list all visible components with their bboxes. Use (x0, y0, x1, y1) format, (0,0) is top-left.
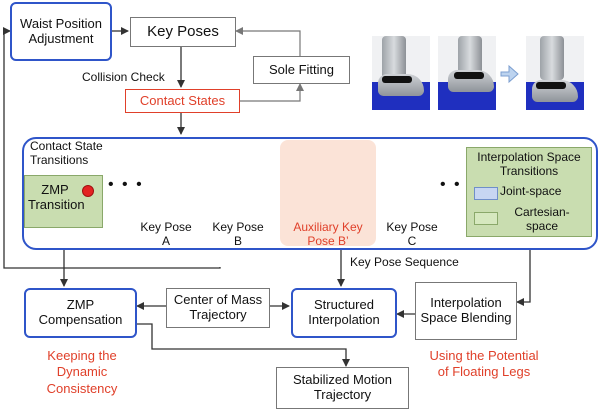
structured-interpolation-label: Structured Interpolation (308, 297, 380, 327)
joint-space-label: Joint-space (500, 184, 562, 198)
panel-title: Contact State Transitions (30, 139, 103, 167)
zmp-compensation-box: ZMP Compensation (24, 288, 137, 338)
key-pose-a-label: Key Pose A (140, 220, 192, 248)
foot-photo-1 (372, 36, 430, 110)
interpolation-blending-box: Interpolation Space Blending (415, 282, 517, 340)
structured-interpolation-box: Structured Interpolation (291, 288, 397, 338)
contact-states-label: Contact States (139, 92, 226, 108)
contact-states-box: Contact States (125, 89, 240, 113)
key-pose-c-label: Key Pose C (386, 220, 438, 248)
compensation-to-stabilized-arrow (137, 323, 350, 367)
legend-to-blending-arrow (516, 237, 531, 306)
waist-position-adjustment-box: Waist Position Adjustment (10, 2, 112, 61)
center-of-mass-label: Center of Mass Trajectory (173, 292, 263, 322)
waist-position-adjustment-label: Waist Position Adjustment (20, 15, 102, 46)
aux-key-pose-label: Auxiliary Key Pose B’ (293, 220, 363, 248)
zmp-transition-box (24, 175, 103, 228)
ellipsis-left: • • • (108, 176, 144, 193)
key-poses-box: Key Poses (130, 17, 236, 47)
loop-to-waist-arrow (3, 27, 221, 269)
keeping-dynamic-consistency-label: Keeping the Dynamic Consistency (46, 348, 118, 396)
cartesian-space-label: Cartesian-space (514, 205, 570, 233)
sole-fitting-label: Sole Fitting (268, 61, 335, 77)
floating-legs-label: Using the Potential of Floating Legs (429, 348, 539, 380)
key-pose-b-label: Key Pose B (212, 220, 264, 248)
legend-title: Interpolation Space Transitions (477, 150, 581, 178)
stabilized-motion-label: Stabilized Motion Trajectory (293, 372, 392, 402)
ellipsis-right: • • • (440, 176, 476, 193)
sole-fitting-box: Sole Fitting (253, 56, 350, 84)
center-of-mass-box: Center of Mass Trajectory (166, 288, 270, 328)
cartesian-space-swatch (474, 212, 498, 225)
stabilized-motion-box: Stabilized Motion Trajectory (276, 367, 409, 409)
sole-to-keyposes-arrow (235, 27, 301, 56)
interpolation-blending-label: Interpolation Space Blending (420, 295, 512, 325)
zmp-transition-label: ZMP Transition (28, 182, 85, 212)
foot-photo-3 (526, 36, 584, 110)
collision-check-label: Collision Check (82, 70, 165, 84)
zmp-dot (82, 185, 94, 197)
joint-space-swatch (474, 187, 498, 200)
key-pose-sequence-label: Key Pose Sequence (350, 255, 459, 269)
foot-photo-2 (438, 36, 496, 110)
aux-key-pose-highlight (280, 140, 376, 246)
robot-foot-photos (372, 36, 594, 110)
photo-transition-arrow (500, 64, 519, 84)
key-poses-label: Key Poses (147, 23, 219, 41)
contact-to-sole-arrow (240, 83, 304, 102)
zmp-compensation-label: ZMP Compensation (38, 297, 123, 327)
